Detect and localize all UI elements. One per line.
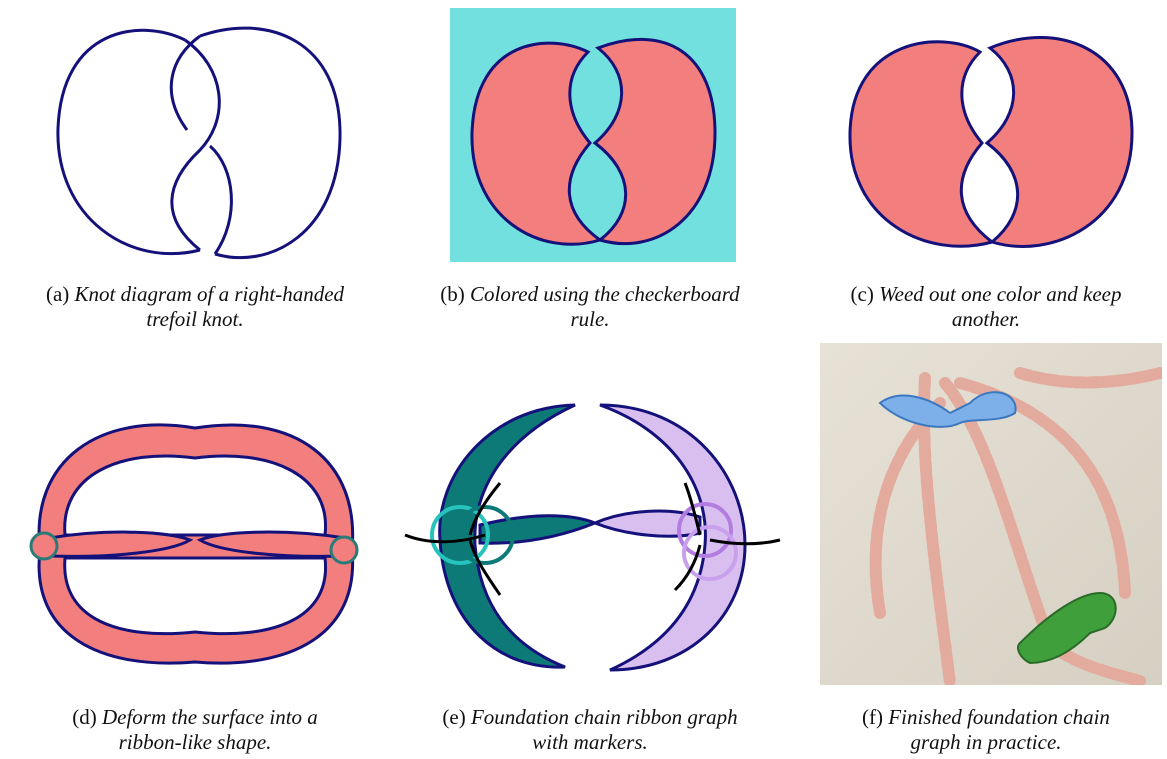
caption-tag: (d) (72, 705, 97, 729)
teal-middle-band (480, 516, 595, 543)
knot-strand-left (58, 30, 200, 253)
caption-tag: (c) (851, 282, 874, 306)
caption-line1: Foundation chain ribbon graph (471, 705, 738, 729)
foundation-chain-photo (820, 343, 1162, 685)
weeded-surface (842, 8, 1142, 262)
caption-line1: Colored using the checkerboard (470, 282, 740, 306)
checkerboard-diagram (450, 8, 736, 262)
caption-tag: (b) (440, 282, 465, 306)
caption-line2: with markers. (532, 730, 648, 754)
caption-line2: rule. (570, 307, 609, 331)
ribbon-hole-bottom (65, 558, 326, 634)
caption-d: (d) Deform the surface into a ribbon-lik… (5, 705, 385, 755)
marker-right (331, 537, 357, 563)
marker-left (31, 533, 57, 559)
caption-c: (c) Weed out one color and keep another. (796, 282, 1167, 332)
knot-inner-mid (172, 40, 219, 250)
caption-f: (f) Finished foundation chain graph in p… (796, 705, 1167, 755)
ribbon-surface (20, 400, 370, 675)
caption-line1: Finished foundation chain (888, 705, 1110, 729)
foundation-chain-ribbon-graph (400, 395, 785, 680)
caption-b: (b) Colored using the checkerboard rule. (400, 282, 780, 332)
caption-line1: Weed out one color and keep (879, 282, 1121, 306)
knot-strand-right (200, 28, 340, 258)
caption-a: (a) Knot diagram of a right-handed trefo… (5, 282, 385, 332)
caption-line2: trefoil knot. (146, 307, 243, 331)
caption-line2: graph in practice. (910, 730, 1061, 754)
knot-inner-lower (210, 146, 231, 254)
caption-tag: (f) (862, 705, 883, 729)
caption-tag: (e) (442, 705, 465, 729)
caption-line1: Deform the surface into a (102, 705, 318, 729)
caption-tag: (a) (46, 282, 69, 306)
caption-e: (e) Foundation chain ribbon graph with m… (400, 705, 780, 755)
salmon-region-right (987, 38, 1132, 247)
caption-line1: Knot diagram of a right-handed (75, 282, 345, 306)
salmon-region-left (850, 42, 992, 246)
caption-line2: ribbon-like shape. (119, 730, 272, 754)
knot-diagram (50, 18, 350, 268)
caption-line2: another. (952, 307, 1020, 331)
ribbon-hole-top (65, 456, 326, 535)
